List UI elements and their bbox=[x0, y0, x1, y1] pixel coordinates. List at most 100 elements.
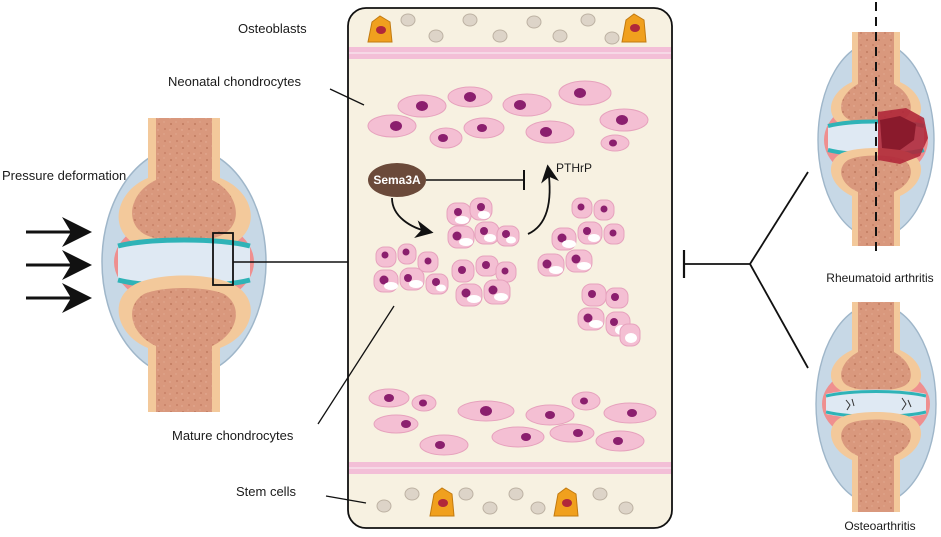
nucleus bbox=[521, 433, 531, 441]
stem-cell bbox=[428, 29, 444, 43]
left-knee-joint bbox=[101, 118, 267, 412]
sema-to-cells-arrow bbox=[391, 197, 434, 238]
nucleus bbox=[542, 259, 552, 269]
stem-cell bbox=[376, 499, 392, 513]
nucleus bbox=[435, 441, 445, 449]
stem-cell bbox=[508, 487, 524, 501]
nucleus bbox=[477, 124, 487, 132]
stem-cell bbox=[530, 501, 546, 515]
upper-bone bbox=[132, 118, 236, 242]
lacuna bbox=[625, 333, 637, 343]
osteoblast-nucleus bbox=[376, 26, 386, 34]
neonatal-cells bbox=[367, 80, 649, 152]
nucleus bbox=[488, 285, 498, 295]
oa-cyan-upper bbox=[825, 390, 927, 398]
nucleus bbox=[588, 290, 596, 298]
osteoblast-nucleus bbox=[630, 24, 640, 32]
nucleus bbox=[514, 100, 526, 110]
ra-joint bbox=[817, 2, 935, 256]
pressure-label: Pressure deformation bbox=[2, 168, 126, 183]
branch-to-oa bbox=[749, 263, 809, 369]
lacuna bbox=[436, 284, 446, 292]
nucleus bbox=[502, 230, 510, 238]
nucleus bbox=[477, 203, 485, 211]
nucleus bbox=[609, 229, 617, 237]
lacuna bbox=[577, 262, 591, 270]
nucleus bbox=[480, 227, 488, 235]
lacuna bbox=[467, 295, 481, 303]
oa-joint bbox=[815, 302, 937, 512]
nucleus bbox=[557, 233, 567, 243]
lacuna bbox=[549, 266, 563, 274]
branch-to-ra bbox=[749, 171, 809, 265]
nucleus bbox=[571, 254, 581, 264]
nucleus bbox=[454, 208, 462, 216]
lacuna bbox=[478, 211, 490, 219]
chondrocyte-cluster bbox=[537, 197, 625, 277]
nucleus bbox=[384, 394, 394, 402]
bottom-cell-row bbox=[376, 487, 634, 517]
stem-cell bbox=[526, 15, 542, 29]
nucleus bbox=[580, 397, 588, 405]
flat-cell bbox=[491, 426, 545, 448]
stem-cell bbox=[404, 487, 420, 501]
nucleus bbox=[390, 121, 402, 131]
nucleus bbox=[464, 92, 476, 102]
chondrocyte-cluster bbox=[446, 197, 520, 249]
cartilage-panel: Sema3A PTHrP bbox=[347, 7, 673, 529]
stem-cell bbox=[482, 501, 498, 515]
lacuna bbox=[455, 216, 469, 224]
nucleus bbox=[577, 203, 585, 211]
lacuna bbox=[484, 234, 496, 242]
osteoblast-nucleus bbox=[438, 499, 448, 507]
flat-cell bbox=[373, 414, 419, 434]
ra-label: Rheumatoid arthritis bbox=[826, 271, 933, 285]
lacuna bbox=[589, 320, 603, 328]
oa-joint-space bbox=[826, 389, 926, 419]
nucleus bbox=[609, 139, 617, 147]
stem-cell bbox=[458, 487, 474, 501]
nucleus bbox=[613, 437, 623, 445]
neonatal-pointer bbox=[329, 88, 365, 106]
nucleus bbox=[501, 267, 509, 275]
stem-cell bbox=[462, 13, 478, 27]
nucleus bbox=[540, 127, 552, 137]
flat-cell bbox=[549, 423, 595, 443]
nucleus bbox=[432, 278, 440, 286]
nucleus bbox=[379, 275, 389, 285]
nucleus bbox=[381, 251, 389, 259]
nucleus bbox=[482, 261, 490, 269]
lower-bone bbox=[132, 288, 236, 412]
oa-upper-bone bbox=[841, 302, 911, 391]
nucleus bbox=[438, 134, 448, 142]
nucleus bbox=[573, 429, 583, 437]
stem-cell bbox=[400, 13, 416, 27]
mature-label: Mature chondrocytes bbox=[172, 428, 294, 443]
pthrp-label: PTHrP bbox=[556, 161, 592, 175]
neonatal-label: Neonatal chondrocytes bbox=[168, 74, 301, 89]
nucleus bbox=[416, 101, 428, 111]
stem-cell bbox=[592, 487, 608, 501]
stem-cell bbox=[492, 29, 508, 43]
chondrocyte-cluster bbox=[577, 283, 641, 347]
osteoblasts-label: Osteoblasts bbox=[238, 21, 307, 36]
stem-cell bbox=[604, 31, 620, 45]
stem-cell bbox=[552, 29, 568, 43]
lacuna bbox=[459, 238, 473, 246]
nucleus bbox=[611, 293, 619, 301]
nucleus bbox=[610, 318, 618, 326]
stem-cell bbox=[618, 501, 634, 515]
chondrocyte-cluster bbox=[451, 255, 517, 307]
stem-pointer bbox=[325, 495, 367, 504]
upper-cyan-layer bbox=[117, 237, 251, 249]
flat-cell bbox=[502, 93, 552, 117]
chondrocyte-cluster bbox=[373, 243, 449, 295]
oa-lower-bone bbox=[841, 419, 911, 512]
joint-space bbox=[118, 238, 250, 288]
mature-cells bbox=[373, 197, 641, 347]
nucleus bbox=[424, 257, 432, 265]
nucleus bbox=[600, 205, 608, 213]
nucleus bbox=[574, 88, 586, 98]
nucleus bbox=[627, 409, 637, 417]
